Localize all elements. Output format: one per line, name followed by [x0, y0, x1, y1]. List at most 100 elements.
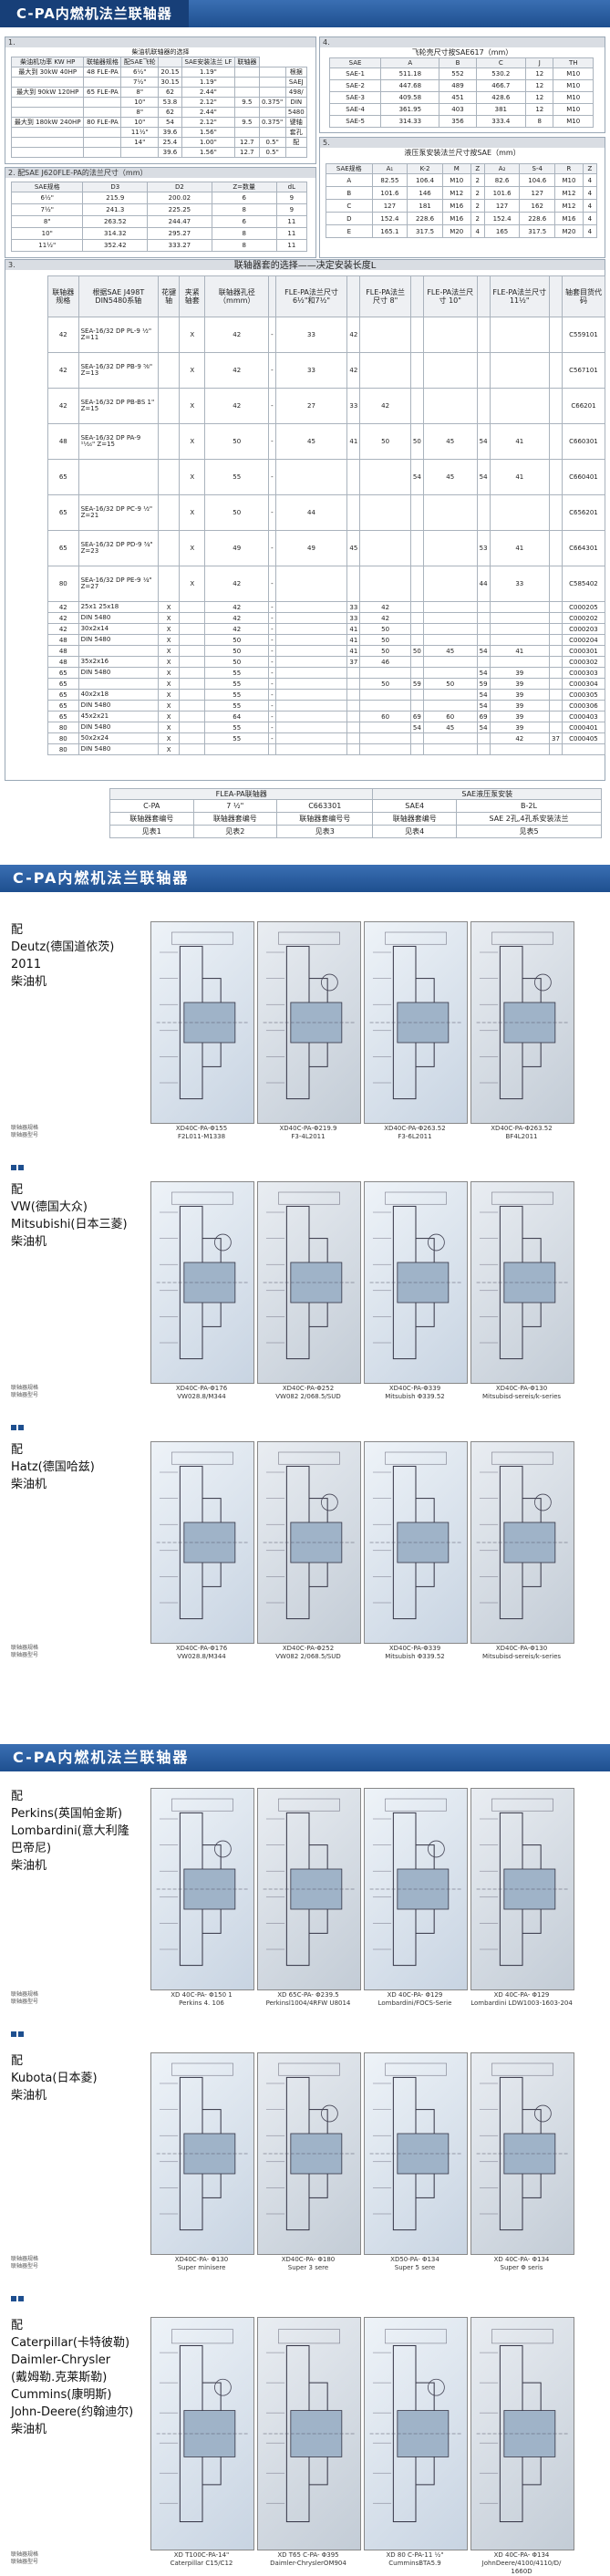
table-header-cell: A₁	[371, 163, 408, 174]
coupling-model-caption: XD40C-PA-Φ130 Mitsubisd-sereis/k-series	[481, 1385, 562, 1400]
table-cell	[548, 743, 563, 755]
table-cell	[489, 352, 550, 389]
coupling-drawing-image	[257, 1181, 361, 1384]
table-header-cell: J	[525, 57, 554, 68]
table-cell	[476, 634, 491, 646]
flea-title: FLEA-PA联轴器	[109, 788, 374, 800]
table-cell: 48	[47, 423, 79, 460]
table-cell: 49	[274, 530, 348, 566]
table-cell	[268, 743, 276, 755]
coupling-drawing-image	[150, 1788, 254, 1990]
table-cell: 42	[47, 623, 79, 635]
table-cell: 64	[204, 711, 270, 722]
table-cell	[158, 352, 181, 389]
table-cell: 0.375"	[258, 97, 286, 108]
table-cell	[422, 352, 478, 389]
table-cell: X	[179, 317, 206, 353]
table-cell	[548, 667, 563, 679]
table-cell: 54	[476, 689, 491, 701]
table-cell: 80 FLE-PA	[83, 117, 122, 128]
table-cell: C000306	[561, 700, 606, 712]
table-cell: X	[158, 612, 181, 624]
table-header-cell: 联轴器规格	[83, 57, 122, 68]
table-cell: 41	[489, 423, 550, 460]
table-cell: 40x2x18	[78, 689, 160, 701]
table-cell	[274, 678, 348, 690]
table-cell: 42	[346, 352, 361, 389]
table-cell: 42	[47, 612, 79, 624]
box4-heading: 4.	[320, 37, 605, 47]
table-cell	[548, 634, 563, 646]
table-cell: 50	[409, 645, 424, 657]
table-cell: 12	[525, 68, 554, 80]
table-cell	[476, 601, 491, 613]
table-cell	[83, 137, 122, 148]
table-cell: 42	[204, 612, 270, 624]
table-cell	[476, 352, 491, 389]
table-cell	[548, 612, 563, 624]
table-cell	[179, 743, 206, 755]
table-cell: 44	[274, 494, 348, 531]
table-cell: 41	[346, 623, 361, 635]
table-cell: 最大到 180kW 240HP	[10, 117, 85, 128]
table-cell: 42	[204, 601, 270, 613]
table-cell: 50	[204, 656, 270, 668]
table-cell: 20.15	[158, 67, 182, 78]
table-header-cell	[409, 275, 424, 317]
coupling-drawing-image	[150, 2052, 254, 2255]
table-cell: 356	[439, 115, 477, 128]
coupling-model-caption: XD40C-PA-Φ130 Mitsubisd-sereis/k-series	[481, 1645, 562, 1660]
caption-legend: 联轴器规格 联轴器型号	[11, 2256, 39, 2270]
table-cell	[78, 678, 160, 690]
coupling-drawing-image	[364, 2317, 468, 2550]
table-cell: X	[179, 423, 206, 460]
table-header-cell: A₂	[483, 163, 521, 174]
coupling-model-caption: XD T100C-PA-14" Caterpillar C15/C12	[170, 2551, 233, 2567]
table-cell: X	[158, 711, 181, 722]
table-cell: X	[158, 689, 181, 701]
table-cell: 225.25	[147, 203, 212, 216]
table-cell	[548, 388, 563, 424]
table-cell	[476, 743, 491, 755]
table-cell	[548, 689, 563, 701]
table-header-cell: 配SAE飞轮	[120, 57, 160, 68]
table-header-cell: 夹紧轴套	[179, 275, 206, 317]
table-cell: 联轴器套编号	[192, 812, 278, 826]
table-cell: 30.15	[158, 77, 182, 88]
table-cell: X	[158, 601, 181, 613]
table-cell: 8"	[120, 87, 160, 98]
table-header-cell	[346, 275, 361, 317]
table-header-cell: 根据SAE J498T DIN5480系轴	[78, 275, 160, 317]
table-cell: 54	[409, 459, 424, 495]
table-cell	[158, 388, 181, 424]
table-cell: C660301	[561, 423, 606, 460]
coupling-drawing-image	[364, 1788, 468, 1990]
table-cell	[409, 634, 424, 646]
table-cell: 6½"	[10, 192, 84, 204]
table-cell: 10"	[10, 227, 84, 240]
table-cell: 60	[422, 711, 478, 722]
table-cell: -	[268, 530, 276, 566]
table-cell: M10	[441, 173, 471, 187]
coupling-model-caption: XD 65C-PA- Φ239.5 Perkinsl1004/4RFW U801…	[265, 1991, 351, 2007]
table-cell: 41	[489, 530, 550, 566]
table-cell	[179, 623, 206, 635]
coupling-model-caption: XD40C-PA-Φ219.9 F3-4L2011	[279, 1125, 337, 1140]
coupling-model-caption: XD 40C-PA- Φ129 Lombardini/FOCS-Serie	[377, 1991, 452, 2007]
table-cell	[409, 656, 424, 668]
table-cell: 50	[422, 678, 478, 690]
table-cell: 42	[204, 388, 270, 424]
table-cell	[422, 317, 478, 353]
table-cell	[346, 667, 361, 679]
table-cell: C663301	[276, 799, 374, 813]
